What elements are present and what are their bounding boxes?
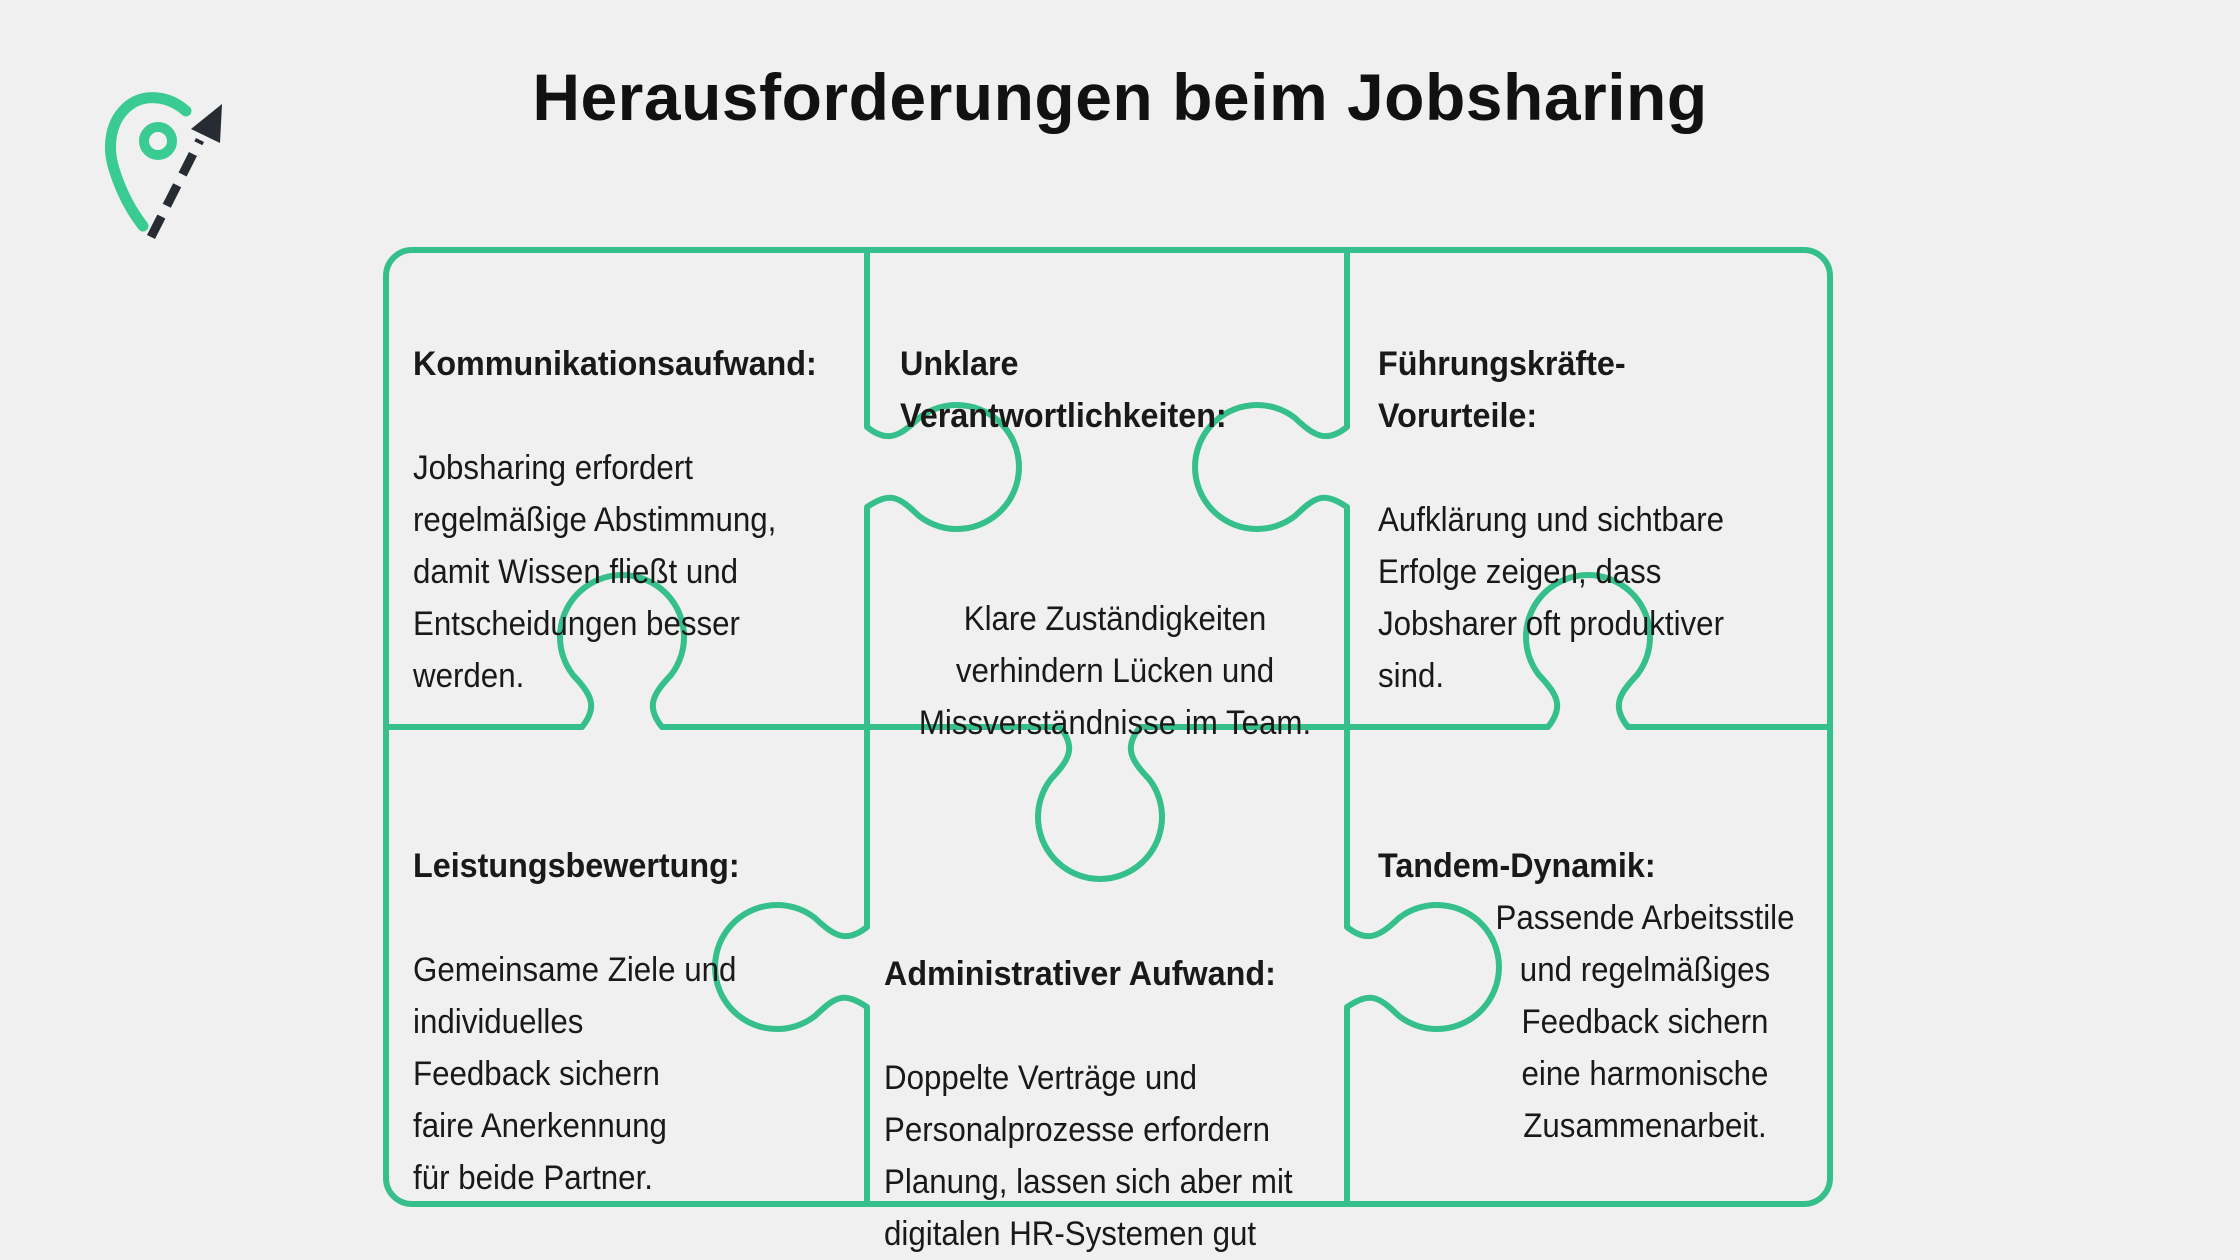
- piece-heading: Leistungsbewertung:: [413, 847, 740, 885]
- page-title: Herausforderungen beim Jobsharing: [532, 60, 1708, 134]
- puzzle-divider-top-middle-right: [1192, 247, 1350, 727]
- piece-heading: Unklare Verantwortlichkeiten:: [900, 345, 1227, 435]
- puzzle-outline: [383, 247, 1833, 1207]
- piece-heading: Kommunikationsaufwand:: [413, 345, 817, 383]
- puzzle-piece-fuehrungskraefte-vorurteile: Führungskräfte- Vorurteile: Aufklärung u…: [1378, 286, 1998, 754]
- trend-arrow-head-icon: [191, 104, 222, 143]
- puzzle-divider-horizontal: [383, 572, 1833, 882]
- piece-heading: Führungskräfte- Vorurteile:: [1378, 345, 1626, 435]
- piece-body: Gemeinsame Ziele und individuelles Feedb…: [413, 951, 737, 1197]
- piece-body: Doppelte Verträge und Personalprozesse e…: [884, 1059, 1293, 1253]
- pin-ring-icon: [139, 122, 177, 160]
- puzzle-divider-bottom-left-middle: [712, 727, 870, 1207]
- puzzle-divider-top-left-middle: [864, 247, 1022, 727]
- puzzle-piece-leistungsbewertung: Leistungsbewertung: Gemeinsame Ziele und…: [413, 788, 1033, 1256]
- piece-body: Passende Arbeitsstile und regelmäßiges F…: [1495, 899, 1795, 1145]
- location-pin-icon: [104, 92, 192, 232]
- trend-arrow-shaft-icon: [146, 137, 205, 240]
- puzzle-piece-unklare-verantwortlichkeiten-body: Klare Zuständigkeiten verhindern Lücken …: [815, 541, 1415, 801]
- logo: [104, 92, 222, 240]
- piece-heading: Tandem-Dynamik:: [1378, 847, 1656, 885]
- piece-body: Jobsharing erfordert regelmäßige Abstimm…: [413, 449, 777, 695]
- piece-body: Klare Zuständigkeiten verhindern Lücken …: [918, 600, 1312, 742]
- puzzle-piece-tandem-dynamik-body: Passende Arbeitsstile und regelmäßiges F…: [1345, 840, 1945, 1204]
- puzzle-divider-bottom-middle-right: [1344, 727, 1502, 1207]
- piece-body: Aufklärung und sichtbare Erfolge zeigen,…: [1378, 501, 1725, 695]
- puzzle-piece-unklare-verantwortlichkeiten: Unklare Verantwortlichkeiten:: [900, 286, 1520, 494]
- puzzle-piece-tandem-dynamik: Tandem-Dynamik:: [1378, 788, 1998, 944]
- puzzle-piece-administrativer-aufwand: Administrativer Aufwand: Doppelte Verträ…: [884, 896, 1504, 1260]
- piece-heading: Administrativer Aufwand:: [884, 955, 1276, 993]
- puzzle-piece-kommunikationsaufwand: Kommunikationsaufwand: Jobsharing erford…: [413, 286, 1033, 754]
